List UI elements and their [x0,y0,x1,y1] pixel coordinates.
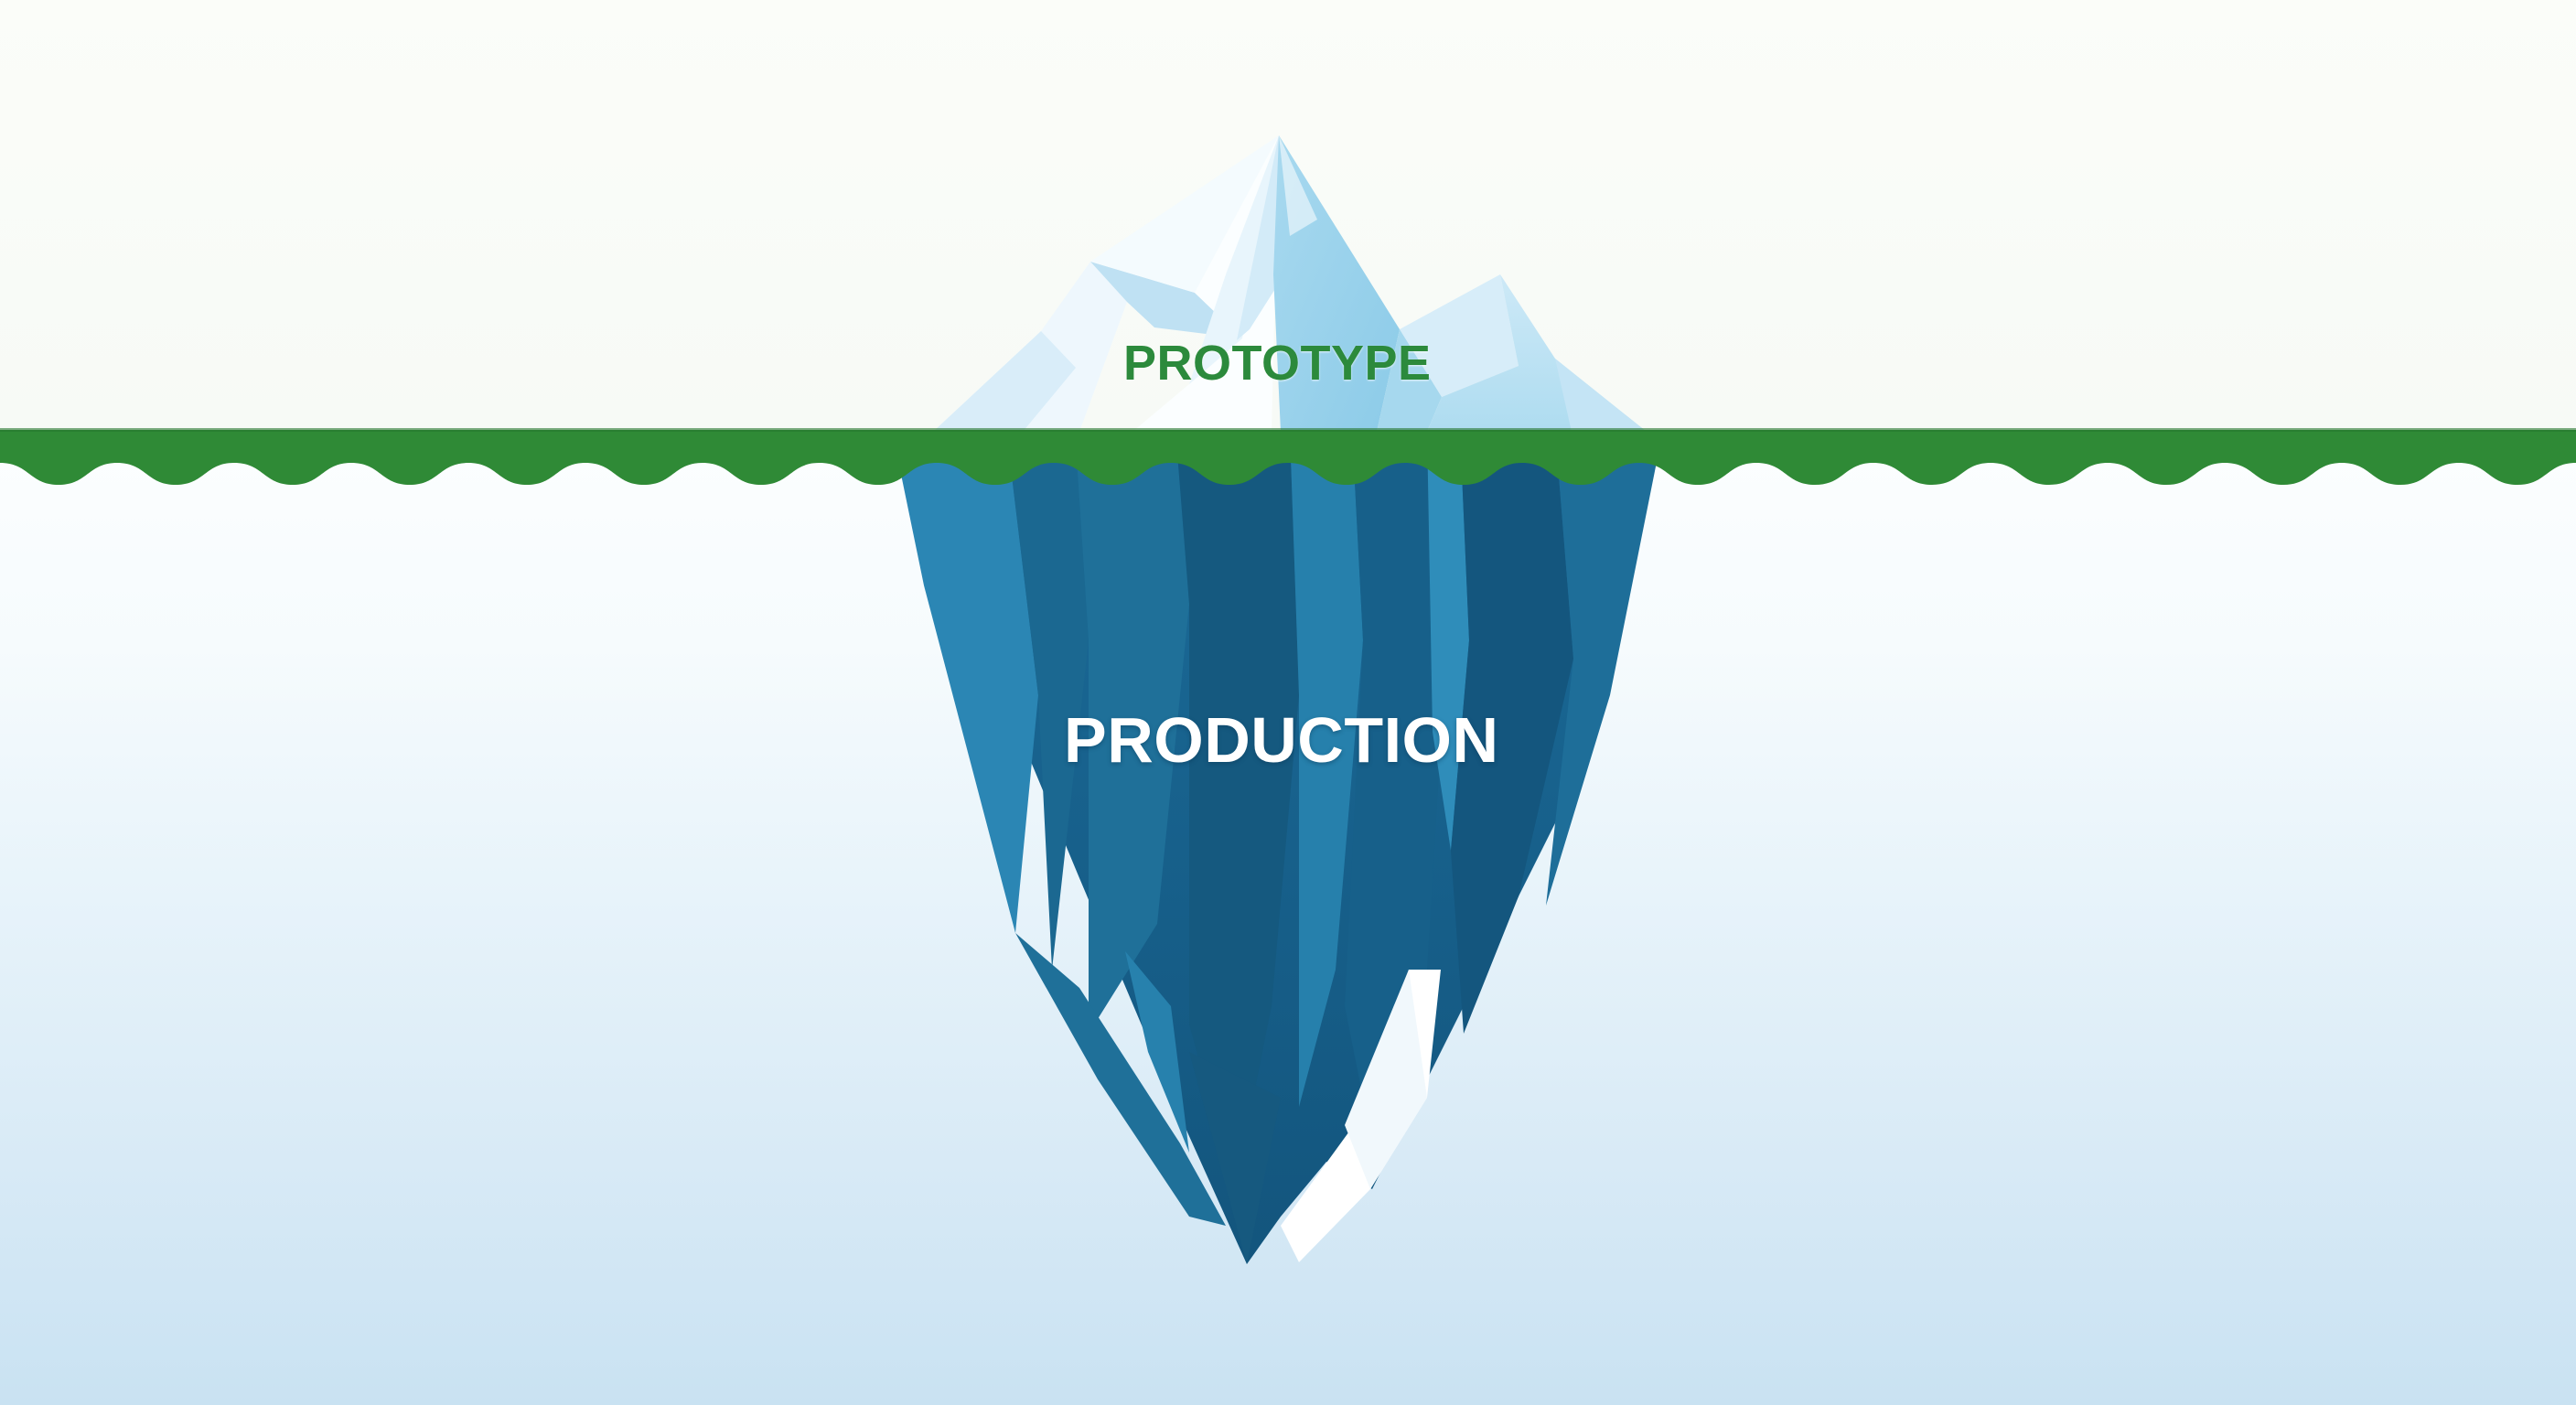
ice-facet-left-shoulder [1090,262,1242,338]
ice-facet-right-flank-low [1555,359,1647,432]
ice-below-tip [1189,1052,1281,1264]
ice-below-white-wedge-shadow [1345,970,1427,1189]
ice-facet-peak-crevasse [1237,135,1284,340]
ice-below-facet-left-mid [1075,430,1189,1034]
ice-below-facet-center-dark [1175,430,1299,1189]
ice-below-accent-sliver [1125,951,1189,1153]
ice-facet-peak-left [1132,135,1279,432]
ice-facet-peak-left-inner [1189,135,1279,384]
ice-below-facet-center-light [1290,430,1363,1107]
waterline-band [0,430,2576,485]
ice-below-facet-right-dark [1345,430,1445,1143]
ice-facet-right-shoulder [1377,329,1442,432]
ice-below-facet-far-right [1546,430,1663,906]
ice-below-facet-left-light [892,430,1038,933]
iceberg-below-water [892,430,1663,1264]
waterline-edge [0,428,2576,432]
ice-facet-left-shadow [933,331,1076,432]
ice-below-facet-left-dark [1006,430,1089,970]
ice-below-facet-notch [1427,430,1469,851]
ice-below-facet-bottom-left [1015,933,1226,1226]
ice-facet-right-shoulder-pale [1400,274,1519,397]
ice-facet-left-shoulder-upper [1090,135,1279,293]
ice-highlight-sliver [1279,135,1317,236]
iceberg-above-water [933,135,1647,432]
ice-below-facet-right-broad [1451,430,1573,1034]
